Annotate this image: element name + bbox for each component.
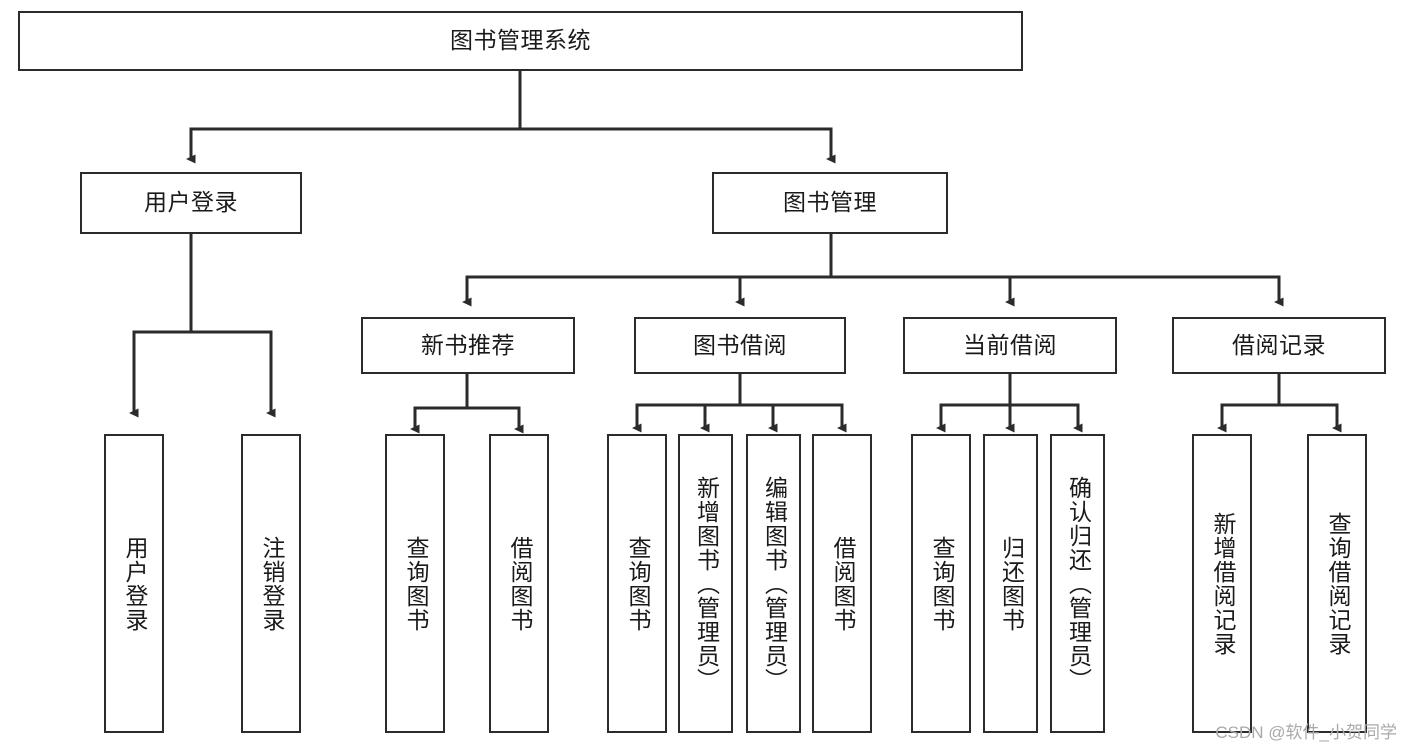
- node-current-borrow-label: 当前借阅: [963, 331, 1057, 358]
- leaf-return-books[interactable]: 归还图书: [983, 434, 1038, 733]
- leaf-borrow-books-borrow-label: 借阅图书: [829, 535, 856, 632]
- csdn-watermark: CSDN @软件_小贺同学: [1215, 723, 1397, 742]
- leaf-logout-label: 注销登录: [258, 535, 285, 632]
- leaf-borrow-books-newbook-label: 借阅图书: [506, 535, 533, 632]
- leaf-edit-book-admin-label: 编辑图书（管理员）: [761, 475, 788, 692]
- node-book-borrow-label: 图书借阅: [693, 331, 787, 358]
- leaf-search-books-borrow[interactable]: 查询图书: [607, 434, 667, 733]
- leaf-edit-book-admin[interactable]: 编辑图书（管理员）: [746, 434, 801, 733]
- leaf-add-borrow-record[interactable]: 新增借阅记录: [1192, 434, 1252, 733]
- leaf-search-books-current-label: 查询图书: [928, 535, 955, 632]
- leaf-borrow-books-newbook[interactable]: 借阅图书: [489, 434, 549, 733]
- leaf-user-login[interactable]: 用户登录: [104, 434, 164, 733]
- node-current-borrow[interactable]: 当前借阅: [903, 317, 1117, 374]
- leaf-search-books-newbook[interactable]: 查询图书: [385, 434, 445, 733]
- node-new-book-recommend-label: 新书推荐: [421, 331, 515, 358]
- leaf-add-borrow-record-label: 新增借阅记录: [1209, 511, 1236, 656]
- node-book-management-label: 图书管理: [783, 189, 877, 216]
- node-user-login-label: 用户登录: [144, 189, 238, 216]
- node-user-login[interactable]: 用户登录: [80, 172, 302, 234]
- leaf-add-book-admin-label: 新增图书（管理员）: [693, 475, 720, 692]
- node-new-book-recommend[interactable]: 新书推荐: [361, 317, 575, 374]
- leaf-logout[interactable]: 注销登录: [241, 434, 301, 733]
- node-book-borrow[interactable]: 图书借阅: [634, 317, 846, 374]
- node-borrow-record[interactable]: 借阅记录: [1172, 317, 1386, 374]
- node-root[interactable]: 图书管理系统: [18, 11, 1023, 71]
- leaf-confirm-return-admin-label: 确认归还（管理员）: [1065, 475, 1092, 692]
- leaf-confirm-return-admin[interactable]: 确认归还（管理员）: [1050, 434, 1105, 733]
- node-root-label: 图书管理系统: [450, 27, 591, 54]
- leaf-borrow-books-borrow[interactable]: 借阅图书: [812, 434, 872, 733]
- leaf-search-books-borrow-label: 查询图书: [624, 535, 651, 632]
- leaf-user-login-label: 用户登录: [121, 535, 148, 632]
- node-borrow-record-label: 借阅记录: [1232, 331, 1326, 358]
- leaf-query-borrow-record-label: 查询借阅记录: [1324, 511, 1351, 656]
- leaf-add-book-admin[interactable]: 新增图书（管理员）: [678, 434, 733, 733]
- leaf-search-books-current[interactable]: 查询图书: [911, 434, 971, 733]
- node-book-management[interactable]: 图书管理: [712, 172, 948, 234]
- leaf-query-borrow-record[interactable]: 查询借阅记录: [1307, 434, 1367, 733]
- leaf-search-books-newbook-label: 查询图书: [402, 535, 429, 632]
- leaf-return-books-label: 归还图书: [998, 535, 1025, 632]
